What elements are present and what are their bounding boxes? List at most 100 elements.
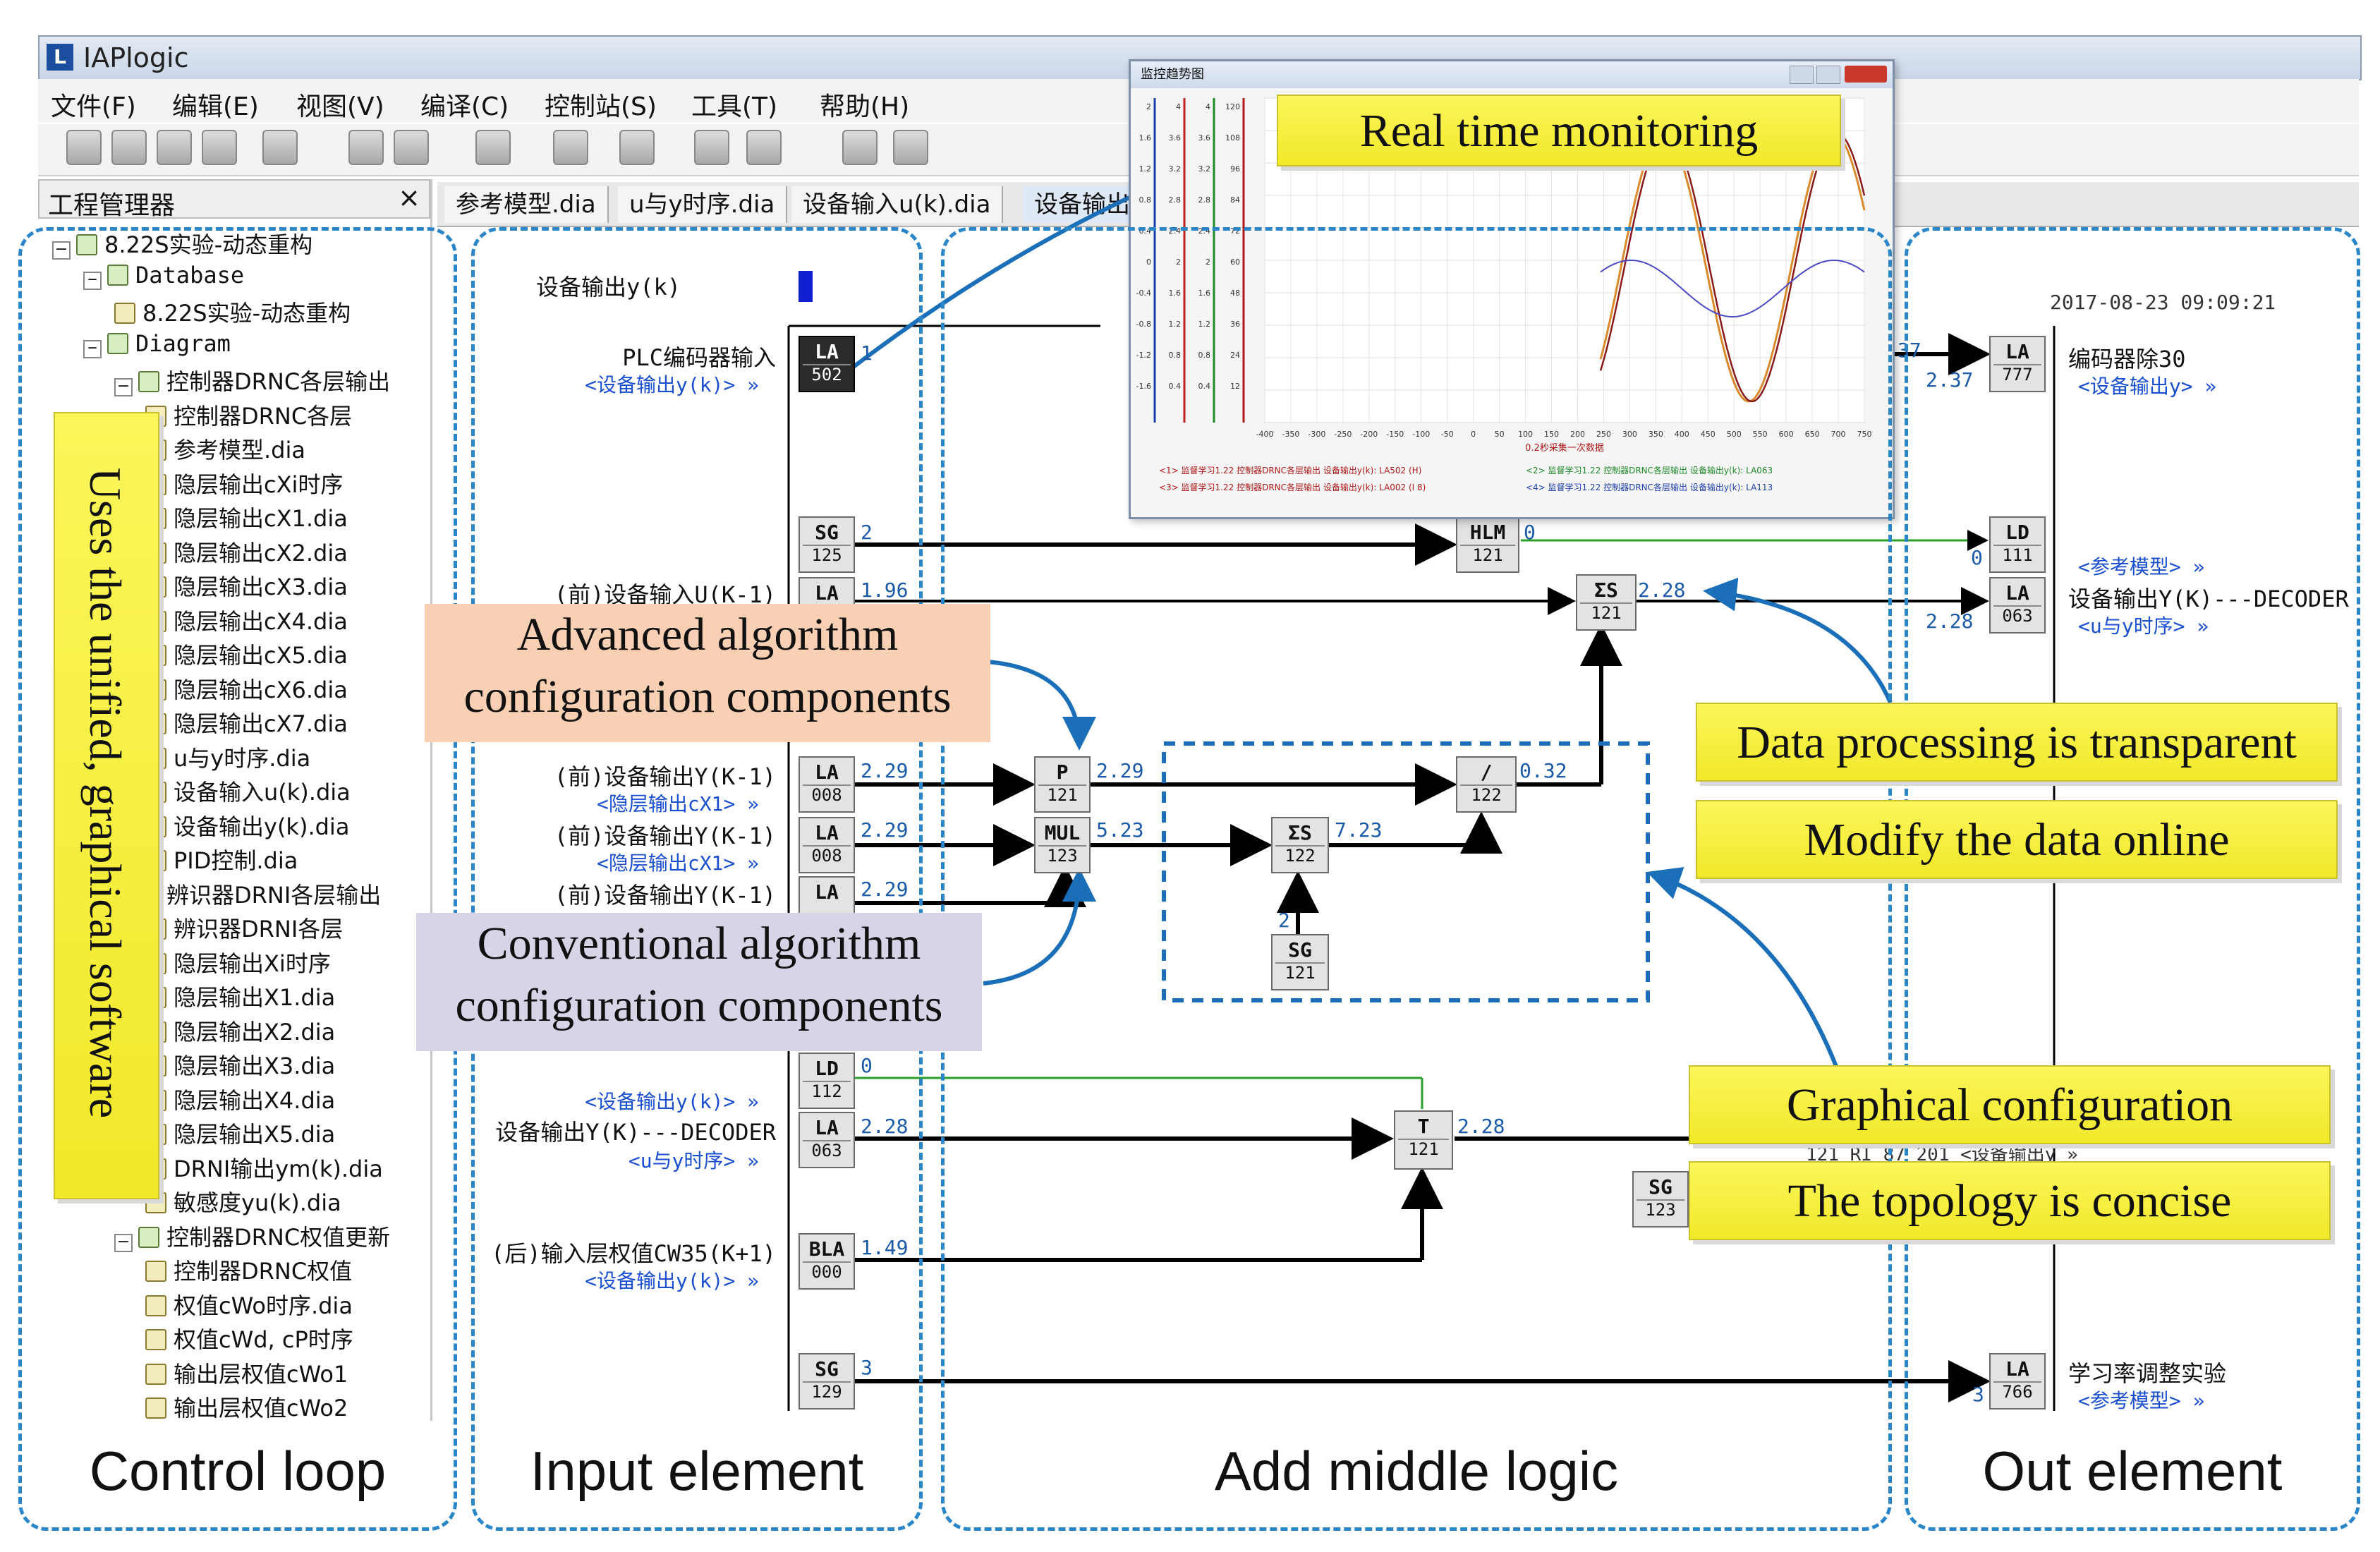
tree-item[interactable]: 输出层权值cWo1 <box>145 1357 433 1389</box>
block-t-121[interactable]: T 121 <box>1394 1110 1453 1170</box>
tab-reference-model[interactable]: 参考模型.dia <box>444 186 609 223</box>
tree-item[interactable]: 隐层输出X5.dia <box>145 1117 433 1149</box>
block-bla-000[interactable]: BLA 000 <box>799 1233 855 1290</box>
block-ld-112[interactable]: LD 112 <box>799 1053 855 1109</box>
monitor-minimize-icon[interactable] <box>1790 66 1814 84</box>
tree-item[interactable]: −控制器DRNC各层输出 <box>114 364 433 396</box>
block-la-777[interactable]: LA 777 <box>1989 336 2046 392</box>
monitor-close-icon[interactable] <box>1845 66 1887 83</box>
menu-help[interactable]: 帮助(H) <box>820 92 910 121</box>
tree-item[interactable]: 敏感度yu(k).dia <box>145 1185 433 1218</box>
collapse-icon[interactable]: − <box>114 378 133 396</box>
tree-item[interactable]: 隐层输出cX6.dia <box>145 672 433 705</box>
menu-tools[interactable]: 工具(T) <box>691 92 778 121</box>
tab-u-y-sequence[interactable]: u与y时序.dia <box>618 186 788 223</box>
output-in-value: 2.37 <box>1926 368 1974 392</box>
project-manager-header: 工程管理器 × <box>38 179 430 220</box>
trend-chart-icon[interactable] <box>746 130 782 165</box>
block-type: LA <box>815 760 839 784</box>
block-la-063-out[interactable]: LA 063 <box>1989 577 2046 633</box>
close-icon[interactable]: × <box>398 182 420 213</box>
input-sub-weight-cw35: <设备输出y(k)> » <box>585 1269 759 1292</box>
tree-item[interactable]: 权值cWo时序.dia <box>145 1288 433 1321</box>
block-sg-123[interactable]: SG 123 <box>1632 1171 1689 1227</box>
block-p-121[interactable]: P 121 <box>1034 756 1091 813</box>
tree-item[interactable]: −8.22S实验-动态重构 <box>52 227 433 260</box>
menu-station[interactable]: 控制站(S) <box>545 92 657 121</box>
block-type: LA <box>2005 340 2029 363</box>
block-div-122[interactable]: / 122 <box>1456 756 1517 813</box>
users-icon[interactable] <box>893 130 928 165</box>
tree-item[interactable]: 辨识器DRNI各层 <box>145 911 433 944</box>
block-la-008-a[interactable]: LA 008 <box>799 756 855 813</box>
tree-item[interactable]: − Database <box>83 262 433 290</box>
x-tick-label: 450 <box>1701 430 1716 439</box>
block-value: 2 <box>861 521 873 544</box>
tree-item[interactable]: 控制器DRNC权值 <box>145 1254 433 1286</box>
block-number: 122 <box>1275 845 1325 865</box>
tree-item-label: Database <box>135 261 245 289</box>
monitor-icon[interactable] <box>694 130 729 165</box>
block-ld-111[interactable]: LD 111 <box>1989 516 2046 573</box>
collapse-icon[interactable]: − <box>83 271 102 290</box>
save-icon[interactable] <box>157 130 192 165</box>
block-sg-129[interactable]: SG 129 <box>799 1353 855 1409</box>
menu-view[interactable]: 视图(V) <box>296 92 384 121</box>
save-all-icon[interactable] <box>202 130 237 165</box>
block-la-008-b[interactable]: LA 008 <box>799 817 855 873</box>
tree-item[interactable]: 隐层输出Xi时序 <box>145 946 433 978</box>
block-la-766[interactable]: LA 766 <box>1989 1353 2046 1409</box>
block-la-502[interactable]: LA 502 <box>799 336 855 392</box>
y-tick-label: 2 <box>1206 257 1210 267</box>
print-icon[interactable] <box>262 130 298 165</box>
input-label-device-output-1: (前)设备输出Y(K-1) <box>554 763 776 790</box>
block-number: 121 <box>1460 545 1515 564</box>
menu-compile[interactable]: 编译(C) <box>420 92 509 121</box>
block-type: / <box>1480 760 1493 784</box>
block-type: P <box>1056 760 1069 784</box>
block-sg-125[interactable]: SG 125 <box>799 516 855 573</box>
download-icon[interactable] <box>553 130 588 165</box>
user-icon[interactable] <box>842 130 878 165</box>
y-tick-label: 120 <box>1225 102 1240 111</box>
block-type: LA <box>815 340 839 363</box>
tree-item[interactable]: 8.22S实验-动态重构 <box>114 296 433 328</box>
block-mul-123[interactable]: MUL 123 <box>1034 817 1091 873</box>
x-tick-label: -50 <box>1441 430 1454 439</box>
station-icon[interactable] <box>619 130 655 165</box>
open-folder-icon[interactable] <box>111 130 147 165</box>
block-sum-121[interactable]: ΣS 121 <box>1576 574 1637 631</box>
tree-item[interactable]: 权值cWd, cP时序 <box>145 1322 433 1354</box>
monitor-maximize-icon[interactable] <box>1816 66 1840 84</box>
y-tick-label: 4 <box>1176 102 1181 111</box>
block-type: SG <box>815 1357 839 1381</box>
tree-item[interactable]: 隐层输出X2.dia <box>145 1014 433 1047</box>
redo-icon[interactable] <box>348 130 384 165</box>
x-tick-label: -400 <box>1256 430 1274 439</box>
compile-icon[interactable] <box>475 130 511 165</box>
undo-icon[interactable] <box>394 130 429 165</box>
block-la-063-in[interactable]: LA 063 <box>799 1112 855 1168</box>
block-la-008-c[interactable]: LA <box>799 876 855 919</box>
tree-item[interactable]: u与y时序.dia <box>145 741 433 773</box>
menu-file[interactable]: 文件(F) <box>51 92 136 121</box>
tab-device-input[interactable]: 设备输入u(k).dia <box>791 186 1004 223</box>
input-sub-device-output-1: <隐层输出cX1> » <box>596 792 759 816</box>
tree-item-label: 隐层输出X4.dia <box>174 1086 336 1114</box>
input-label-decoder: 设备输出Y(K)---DECODER <box>495 1119 776 1146</box>
collapse-icon[interactable]: − <box>83 339 102 358</box>
output-sub-encoder: <设备输出y> » <box>2078 375 2217 398</box>
collapse-icon[interactable]: − <box>52 241 71 260</box>
x-tick-label: -150 <box>1386 430 1404 439</box>
collapse-icon[interactable]: − <box>114 1233 133 1252</box>
block-sg-121[interactable]: SG 121 <box>1271 934 1329 990</box>
tree-item[interactable]: 输出层权值cWo2 <box>145 1390 433 1423</box>
tree-item[interactable]: −Diagram <box>83 330 433 358</box>
diagram-file-icon <box>145 1398 166 1419</box>
block-sum-122[interactable]: ΣS 122 <box>1271 817 1329 873</box>
tree-item[interactable]: −控制器DRNC权值更新 <box>114 1220 433 1252</box>
y-tick-label: 0.8 <box>1139 195 1152 205</box>
new-file-icon[interactable] <box>66 130 102 165</box>
input-label-device-input-u: (前)设备输入U(K-1) <box>554 581 776 608</box>
menu-edit[interactable]: 编辑(E) <box>172 92 259 121</box>
